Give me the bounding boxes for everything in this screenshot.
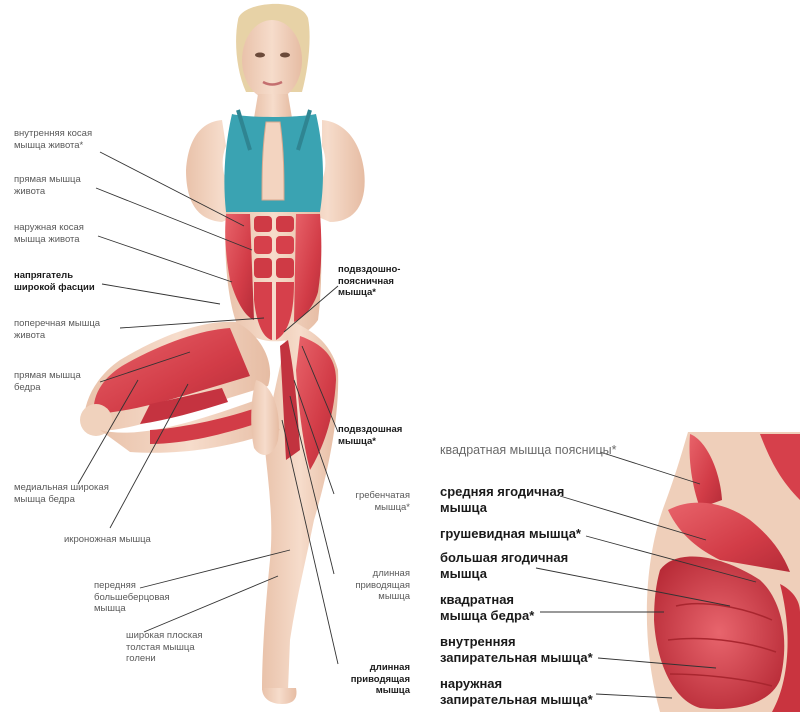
label-internal-oblique: внутренняя косая мышца живота* bbox=[14, 128, 93, 151]
head bbox=[242, 20, 302, 100]
label-gluteus-maximus: большая ягодичная мышца bbox=[440, 550, 569, 581]
oblique-muscle-right bbox=[294, 214, 322, 322]
label-obturator-externus: наружная запирательная мышца* bbox=[440, 676, 593, 707]
label-transversus-abdominis: поперечная мышца живота bbox=[14, 318, 101, 341]
foot bbox=[262, 688, 297, 704]
label-quadratus-lumborum: квадратная мышца поясницы* bbox=[440, 443, 617, 457]
label-tibialis-anterior: передняя большеберцовая мышца bbox=[94, 580, 170, 614]
thigh-muscle bbox=[93, 328, 250, 414]
label-pectineus: гребенчатая мышца* bbox=[355, 490, 411, 513]
label-tensor-fasciae-latae: напрягатель широкой фасции bbox=[14, 270, 95, 293]
label-rectus-femoris: прямая мышца бедра bbox=[14, 370, 81, 393]
label-iliopsoas: подвздошно- поясничная мышца* bbox=[338, 264, 401, 298]
label-obturator-internus: внутренняя запирательная мышца* bbox=[440, 634, 593, 665]
label-adductor-longus: длинная приводящая мышца bbox=[355, 568, 410, 602]
label-piriformis: грушевидная мышца* bbox=[440, 526, 581, 541]
hands bbox=[261, 121, 285, 201]
leader-lines-inset bbox=[535, 451, 757, 699]
label-adductor-magnus: длинная приводящая мышца bbox=[350, 662, 410, 696]
leader-lines-main bbox=[77, 151, 339, 665]
label-external-oblique: наружная косая мышца живота bbox=[14, 222, 84, 245]
quadratus-lumborum-muscle bbox=[689, 434, 722, 508]
label-gastrocnemius: икроножная мышца bbox=[64, 534, 151, 545]
rectus-abdominis-muscle bbox=[254, 216, 294, 340]
label-soleus: широкая плоская толстая мышца голени bbox=[126, 630, 203, 664]
adductor-muscle bbox=[296, 336, 336, 470]
oblique-muscle-left bbox=[225, 214, 254, 320]
label-gluteus-medius: средняя ягодичная мышца bbox=[440, 484, 565, 515]
label-vastus-medialis: медиальная широкая мышца бедра bbox=[14, 482, 109, 505]
label-rectus-abdominis: прямая мышца живота bbox=[14, 174, 81, 197]
label-iliacus: подвздошная мышца* bbox=[338, 424, 403, 447]
label-quadratus-femoris: квадратная мышца бедра* bbox=[440, 592, 535, 623]
right-buttock-muscle bbox=[772, 584, 800, 712]
gluteus-medius-muscle bbox=[668, 502, 790, 572]
gluteus-maximus-muscle bbox=[654, 556, 785, 709]
